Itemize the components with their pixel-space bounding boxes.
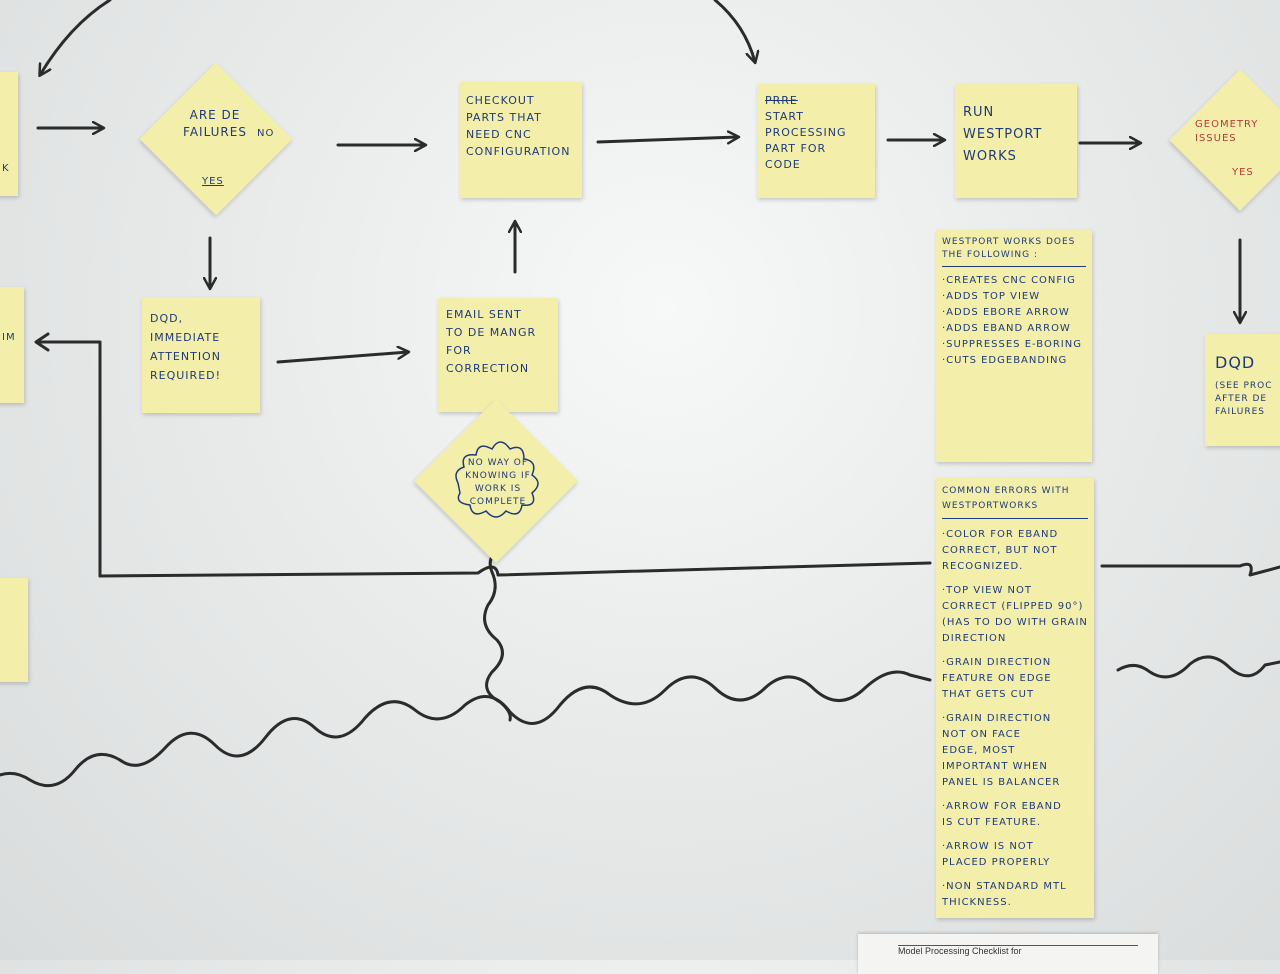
left-mid-note-text: IM bbox=[2, 332, 16, 343]
note-start-struck-text: PRRE bbox=[765, 94, 798, 107]
note-start-processing-text: START PROCESSING PART FOR CODE bbox=[765, 110, 847, 171]
note-dqd-right: DQD (SEE PROC AFTER DE FAILURES bbox=[1205, 334, 1280, 446]
decision-geometry-issues-text: GEOMETRY ISSUES bbox=[1195, 119, 1259, 144]
note-dqd-immediate-attention-text: DQD, IMMEDIATE ATTENTION REQUIRED! bbox=[150, 312, 222, 382]
left-bottom-note-fragment bbox=[0, 578, 28, 682]
note-dqd-immediate-attention: DQD, IMMEDIATE ATTENTION REQUIRED! bbox=[142, 297, 260, 413]
left-top-note-fragment: K bbox=[0, 72, 18, 196]
note-email-sent-text: EMAIL SENT TO DE MANGR FOR CORRECTION bbox=[446, 308, 537, 375]
note-start-processing: PRRE START PROCESSING PART FOR CODE bbox=[757, 84, 875, 198]
common-errors-item: ·NON STANDARD MTL THICKNESS. bbox=[942, 881, 1067, 908]
common-errors-title: COMMON ERRORS WITH WESTPORTWORKS bbox=[942, 486, 1070, 511]
decision-are-de-failures: ARE DE FAILURES NO YES bbox=[139, 62, 293, 216]
decision-geometry-yes-label: YES bbox=[1232, 167, 1254, 178]
westport-does-item: ·ADDS TOP VIEW bbox=[942, 291, 1041, 302]
arrow-dqd-to-email bbox=[276, 352, 408, 364]
cloud-scribble-icon bbox=[455, 441, 539, 518]
note-common-errors: COMMON ERRORS WITH WESTPORTWORKS ·COLOR … bbox=[936, 478, 1094, 918]
checklist-paper: Model Processing Checklist for bbox=[858, 934, 1158, 974]
note-run-westport-works-text: RUN WESTPORT WORKS bbox=[963, 105, 1043, 164]
westport-does-item: ·CUTS EDGEBANDING bbox=[942, 355, 1068, 366]
swimlane-line-upper-right bbox=[1100, 562, 1280, 577]
top-right-curve-arrow bbox=[713, 0, 755, 62]
westport-does-items: ·CREATES CNC CONFIG ·ADDS TOP VIEW ·ADDS E… bbox=[942, 273, 1086, 369]
common-errors-item: ·GRAIN DIRECTION FEATURE ON EDGE THAT GE… bbox=[942, 657, 1052, 700]
wavy-swimlane-line bbox=[0, 670, 932, 788]
common-errors-divider bbox=[942, 518, 1088, 519]
feedback-bracket-line bbox=[38, 340, 102, 578]
westport-does-item: ·CREATES CNC CONFIG bbox=[942, 275, 1076, 286]
common-errors-item: ·COLOR FOR EBAND CORRECT, BUT NOT RECOGN… bbox=[942, 529, 1059, 572]
decision-no-label: NO bbox=[257, 128, 275, 139]
feedback-bracket-arrowhead bbox=[34, 332, 50, 352]
westport-does-item: ·SUPPRESSES E-BORING bbox=[942, 339, 1082, 350]
top-left-curve-arrow bbox=[40, 0, 112, 75]
note-westport-does-list: WESTPORT WORKS DOES THE FOLLOWING : ·CRE… bbox=[936, 230, 1092, 462]
note-no-way-of-knowing-text: NO WAY OF KNOWING IF WORK IS COMPLETE bbox=[465, 458, 531, 507]
westport-does-title: WESTPORT WORKS DOES THE FOLLOWING : bbox=[942, 237, 1076, 260]
common-errors-items: ·COLOR FOR EBAND CORRECT, BUT NOT RECOGN… bbox=[942, 527, 1088, 911]
left-mid-note-fragment: IM bbox=[0, 287, 24, 403]
note-checkout-parts-text: CHECKOUT PARTS THAT NEED CNC CONFIGURATI… bbox=[466, 94, 571, 158]
note-run-westport-works: RUN WESTPORT WORKS bbox=[955, 84, 1077, 198]
left-top-note-text: K bbox=[2, 163, 10, 174]
note-checkout-parts: CHECKOUT PARTS THAT NEED CNC CONFIGURATI… bbox=[460, 82, 582, 198]
checklist-paper-rule bbox=[898, 945, 1138, 946]
note-no-way-of-knowing: NO WAY OF KNOWING IF WORK IS COMPLETE bbox=[413, 398, 579, 564]
westport-does-item: ·ADDS EBAND ARROW bbox=[942, 323, 1071, 334]
common-errors-item: ·TOP VIEW NOT CORRECT (FLIPPED 90°) (HAS… bbox=[942, 585, 1088, 644]
decision-yes-label: YES bbox=[202, 176, 224, 187]
decision-are-de-failures-text: ARE DE FAILURES bbox=[183, 108, 247, 139]
westport-does-item: ·ADDS EBORE ARROW bbox=[942, 307, 1070, 318]
westport-does-divider bbox=[942, 266, 1086, 267]
wavy-swimlane-line-right bbox=[1116, 655, 1280, 679]
note-dqd-right-title: DQD bbox=[1215, 353, 1256, 372]
note-email-sent: EMAIL SENT TO DE MANGR FOR CORRECTION bbox=[438, 298, 558, 412]
arrow-checkout-to-start bbox=[596, 137, 738, 142]
note-dqd-right-body: (SEE PROC AFTER DE FAILURES bbox=[1215, 381, 1273, 417]
common-errors-item: ·GRAIN DIRECTION NOT ON FACE EDGE, MOST … bbox=[942, 713, 1061, 788]
common-errors-item: ·ARROW FOR EBAND IS CUT FEATURE. bbox=[942, 801, 1062, 828]
checklist-paper-title: Model Processing Checklist for bbox=[898, 946, 1022, 956]
common-errors-item: ·ARROW IS NOT PLACED PROPERLY bbox=[942, 841, 1051, 868]
swimlane-line-upper bbox=[98, 561, 932, 578]
